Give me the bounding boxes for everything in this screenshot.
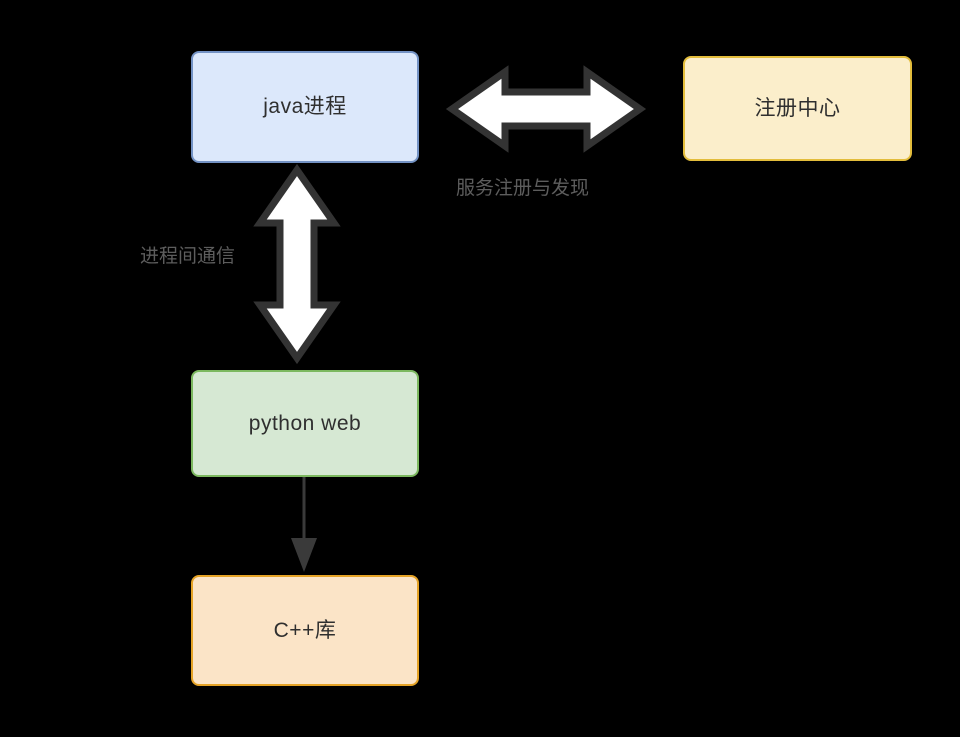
node-java-process-label: java进程	[263, 95, 347, 119]
edge-label-service-discovery: 服务注册与发现	[456, 178, 590, 199]
node-registry-center[interactable]: 注册中心	[683, 56, 912, 161]
node-python-web-label: python web	[248, 411, 362, 435]
node-python-web[interactable]: python web	[191, 370, 419, 477]
node-cpp-library-label: C++库	[273, 618, 337, 642]
node-registry-center-label: 注册中心	[754, 96, 841, 120]
edge-label-ipc: 进程间通信	[140, 246, 236, 267]
node-cpp-library[interactable]: C++库	[191, 575, 419, 686]
node-java-process[interactable]: java进程	[191, 51, 419, 163]
double-arrow-vertical-icon	[253, 163, 341, 365]
arrow-python-to-cpp-head	[291, 538, 317, 572]
double-arrow-horizontal-icon	[445, 65, 647, 153]
